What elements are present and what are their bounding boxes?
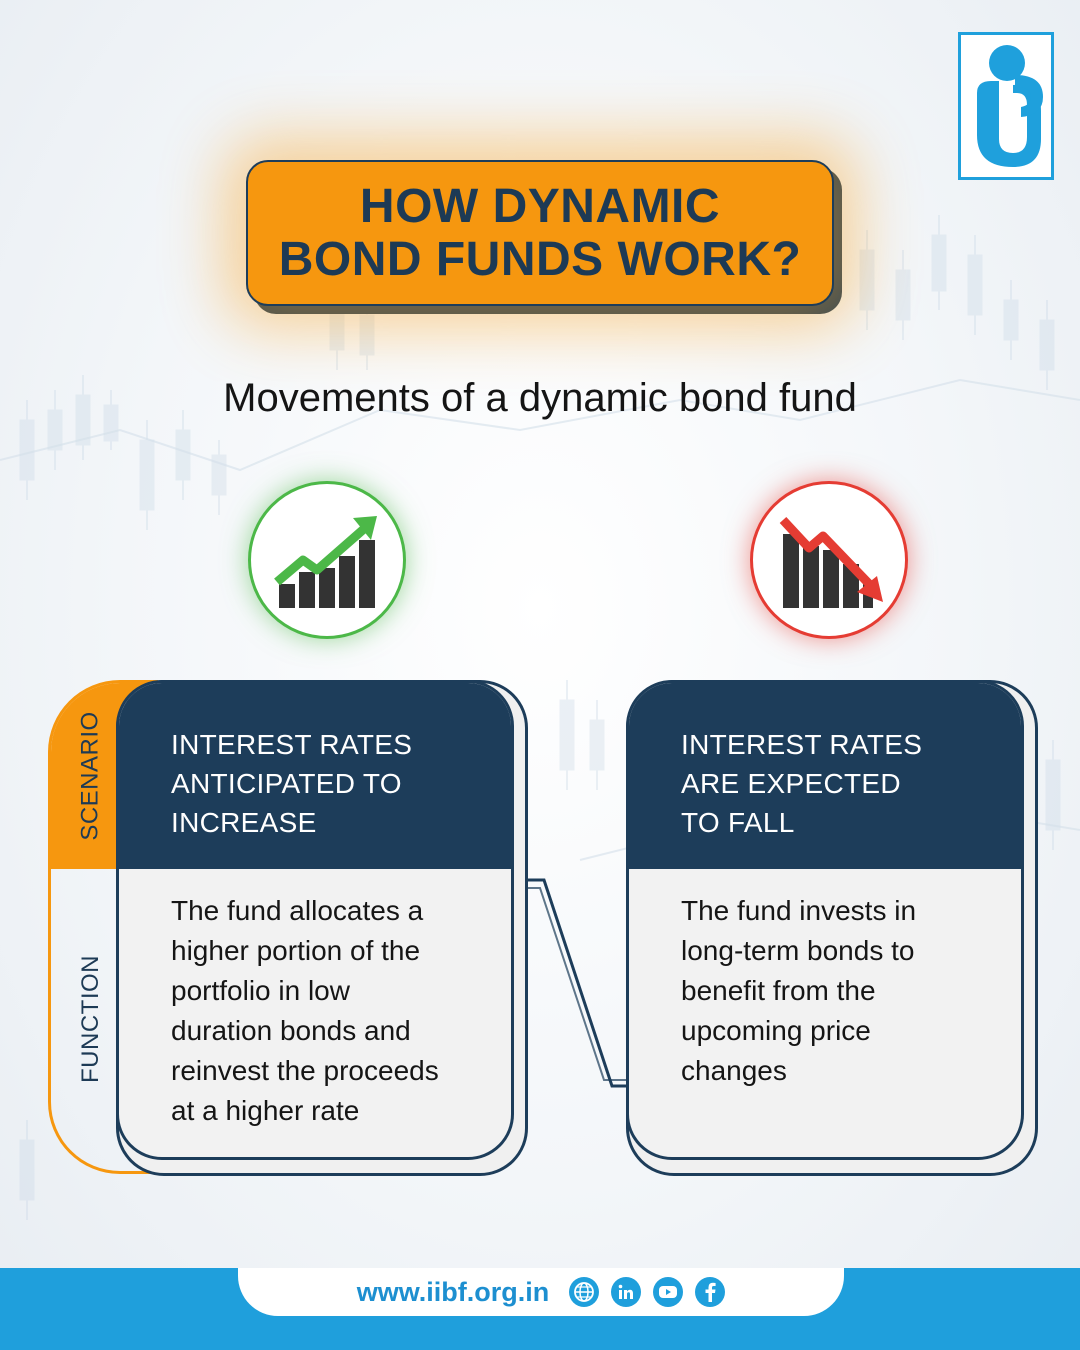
scenario-line: INTEREST RATES (171, 729, 413, 760)
function-line: higher portion of the (171, 935, 421, 966)
function-line: portfolio in low (171, 975, 350, 1006)
iibf-logo (958, 32, 1054, 180)
increase-icon-circle (248, 481, 406, 639)
chart-down-icon (779, 516, 883, 608)
card-rates-increase: INTEREST RATES ANTICIPATED TO INCREASE T… (116, 680, 528, 1176)
function-line: at a higher rate (171, 1095, 360, 1126)
title-banner: HOW DYNAMIC BOND FUNDS WORK? (246, 160, 842, 314)
subtitle: Movements of a dynamic bond fund (223, 376, 857, 420)
card-rates-fall: INTEREST RATES ARE EXPECTED TO FALL The … (626, 680, 1038, 1176)
function-line: The fund allocates a (171, 895, 424, 926)
scenario-section: INTEREST RATES ARE EXPECTED TO FALL (629, 683, 1021, 869)
scenario-line: TO FALL (681, 807, 795, 838)
scenario-line: INTEREST RATES (681, 729, 923, 760)
linkedin-icon[interactable] (611, 1277, 642, 1307)
function-line: changes (681, 1055, 787, 1086)
function-line: duration bonds and (171, 1015, 411, 1046)
function-line: upcoming price (681, 1015, 871, 1046)
website-link[interactable]: www.iibf.org.in (356, 1276, 550, 1307)
title-line-1: HOW DYNAMIC (359, 180, 721, 233)
function-section: The fund allocates a higher portion of t… (119, 869, 511, 1131)
scenario-line: INCREASE (171, 807, 317, 838)
card-front: INTEREST RATES ARE EXPECTED TO FALL The … (626, 680, 1024, 1160)
function-line: long-term bonds to (681, 935, 915, 966)
scenario-line: ANTICIPATED TO (171, 768, 402, 799)
facebook-icon[interactable] (695, 1277, 726, 1307)
scenario-line: ARE EXPECTED (681, 768, 901, 799)
globe-icon[interactable] (569, 1277, 600, 1307)
youtube-icon[interactable] (653, 1277, 684, 1307)
title-banner-face: HOW DYNAMIC BOND FUNDS WORK? (246, 160, 834, 306)
function-line: reinvest the proceeds (171, 1055, 439, 1086)
decrease-icon-circle (750, 481, 908, 639)
function-section: The fund invests in long-term bonds to b… (629, 869, 1021, 1091)
title-line-2: BOND FUNDS WORK? (278, 233, 802, 286)
function-line: benefit from the (681, 975, 876, 1006)
scenario-section: INTEREST RATES ANTICIPATED TO INCREASE (119, 683, 511, 869)
chart-up-icon (274, 516, 377, 608)
footer-pill: www.iibf.org.in (238, 1268, 844, 1316)
function-line: The fund invests in (681, 895, 917, 926)
card-front: INTEREST RATES ANTICIPATED TO INCREASE T… (116, 680, 514, 1160)
